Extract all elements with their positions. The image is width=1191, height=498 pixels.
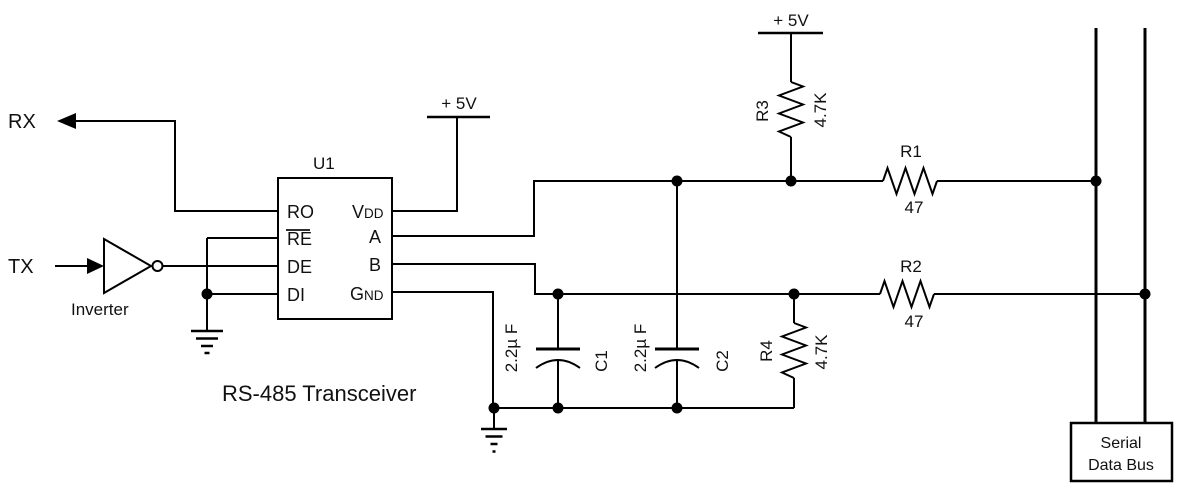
pin-gnd-label: G [350,284,364,304]
serial-bus-label-line1: Serial [1101,435,1142,452]
r2-value-label: 47 [905,312,924,331]
r2-ref-label: R2 [900,257,922,276]
rx-label: RX [8,111,36,133]
serial-bus-label-line2: Data Bus [1088,457,1154,474]
rx-arrowhead-icon [57,113,76,129]
tx-arrowhead-icon [87,258,104,274]
c2-value-label: 2.2µ F [631,324,650,373]
junction-dots [201,175,1151,414]
vdd-5v-label: + 5V [441,94,477,113]
junction-dot [1139,288,1151,300]
b-rail-wire [392,263,880,295]
junction-dot [671,402,683,414]
pin-vdd-sub-label: DD [364,206,384,221]
vdd-wire [392,117,458,212]
r3-value-label: 4.7K [811,92,830,128]
resistor-r4-icon [779,322,809,379]
u1-body [277,177,393,320]
inverter-bubble-icon [151,260,164,272]
c2-ref-label: C2 [713,350,732,372]
a-rail-wire [392,180,883,237]
c1-ref-label: C1 [592,350,611,372]
rx-wire [75,120,278,212]
resistor-r1-icon [882,164,938,198]
junction-dot [552,288,564,300]
pin-gnd-sub-label: ND [364,288,384,303]
serial-data-bus-box [1069,421,1174,483]
pin-re-label: RE [287,229,312,249]
capacitor-c2-icon [654,181,700,408]
junction-dot [552,402,564,414]
pin-ro-label: RO [287,202,314,222]
r4-ref-label: R4 [757,340,776,362]
pin-a-label: A [369,227,381,247]
ground-symbol-di-icon [191,329,223,355]
gnd-wire [392,291,494,408]
junction-dot [788,288,800,300]
c1-value-label: 2.2µ F [502,324,521,373]
resistor-r3-icon [776,81,806,138]
resistor-r2-icon [879,277,935,311]
junction-dot [671,175,683,187]
pin-de-label: DE [287,257,312,277]
inverter-label: Inverter [71,300,129,319]
capacitor-c1-icon [535,294,581,408]
tx-label: TX [8,256,34,278]
r3-ref-label: R3 [753,100,772,122]
junction-dot [785,175,797,187]
junction-dot [201,288,213,300]
r1-ref-label: R1 [900,142,922,161]
junction-dot [1090,175,1102,187]
inverter-triangle-icon [103,237,154,295]
pin-b-label: B [369,255,381,275]
wires [55,28,1147,453]
pin-di-label: DI [287,285,305,305]
pin-vdd-label: V [352,202,364,222]
u1-ref-label: U1 [313,154,335,173]
r1-value-label: 47 [905,198,924,217]
title-label: RS-485 Transceiver [222,381,416,406]
junction-dot [488,402,500,414]
ground-symbol-rail-icon [481,408,507,453]
r4-value-label: 4.7K [812,334,831,370]
r3-5v-label: + 5V [773,11,809,30]
